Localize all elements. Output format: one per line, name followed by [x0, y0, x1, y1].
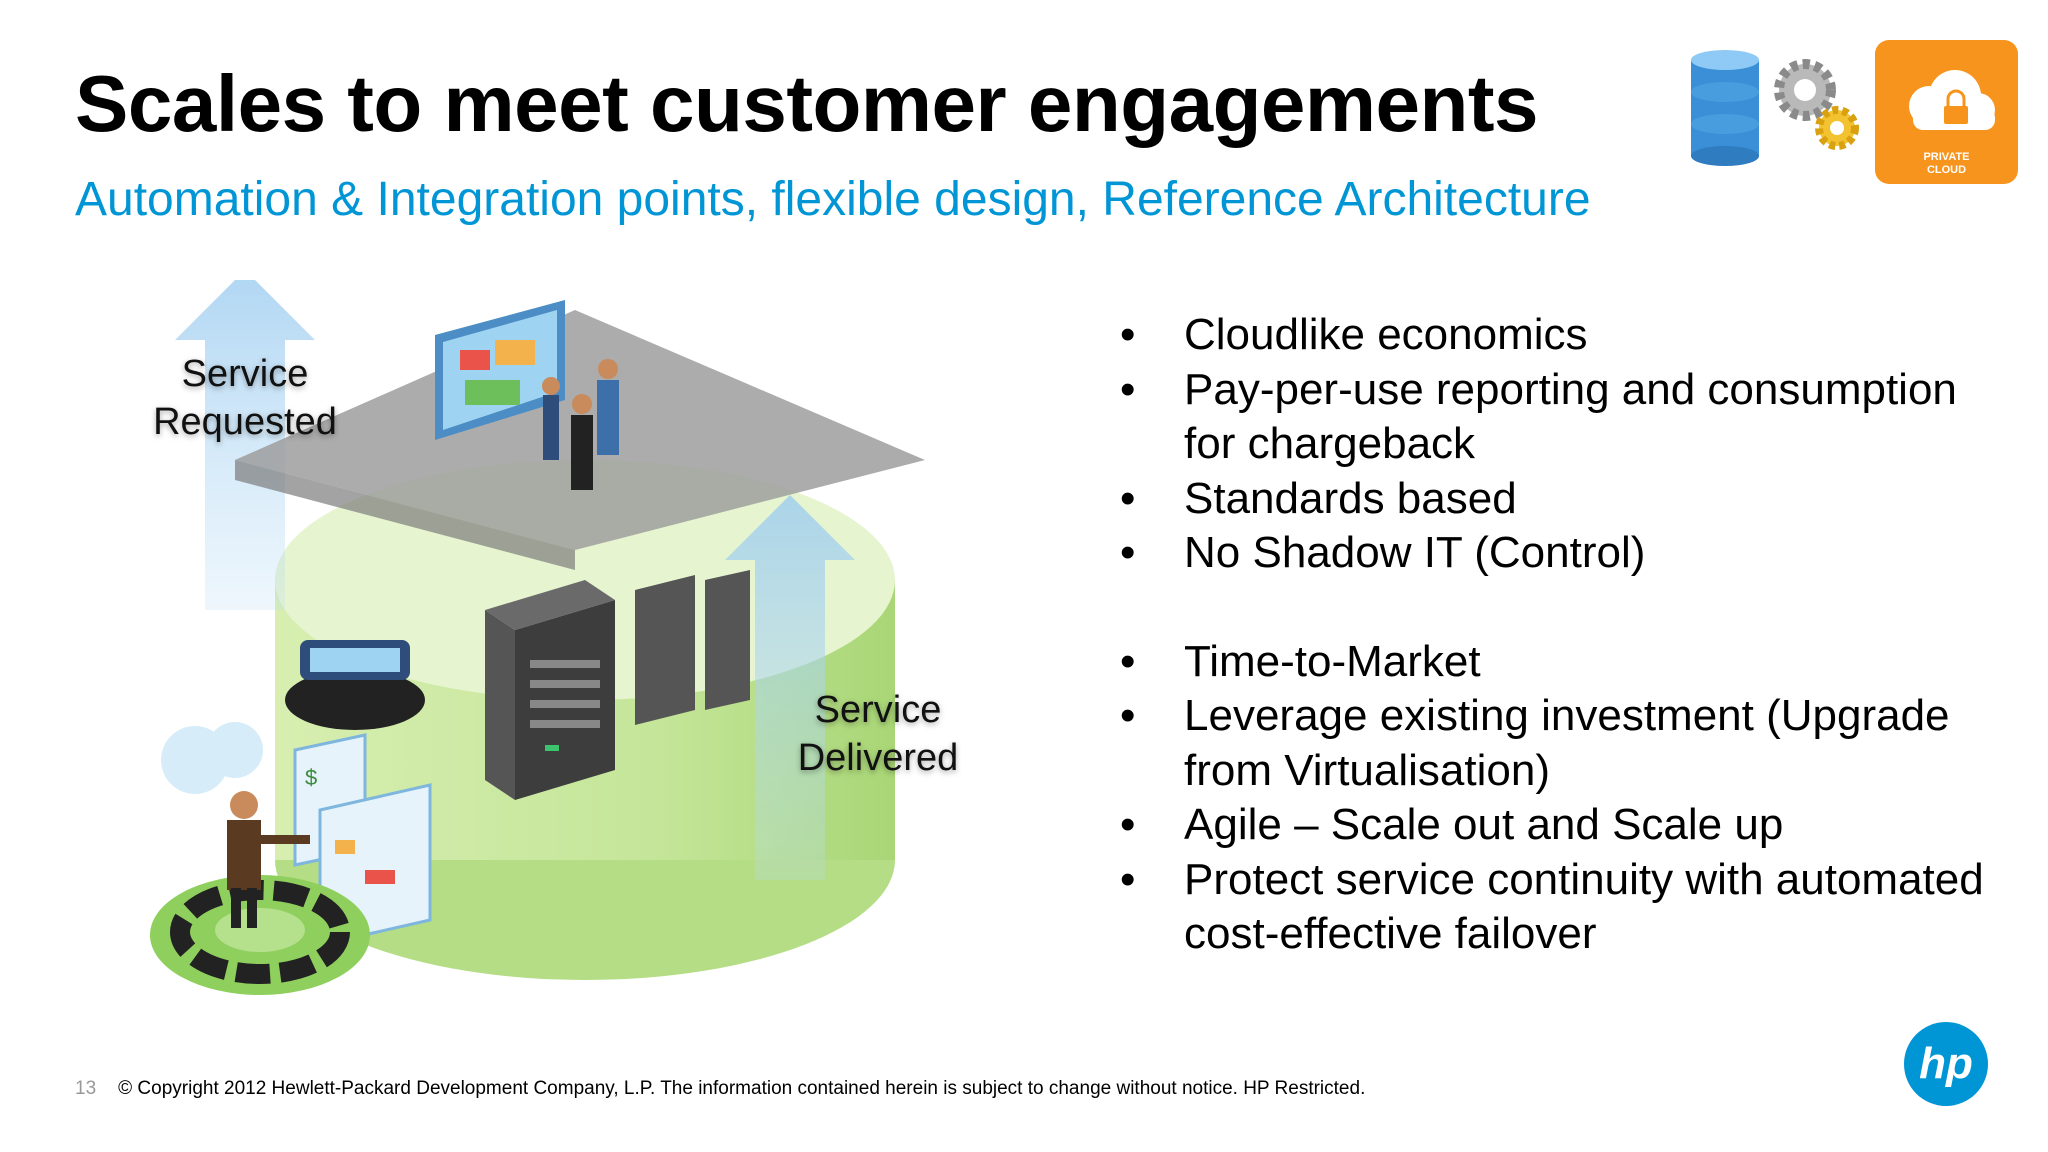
- svg-text:PRIVATE: PRIVATE: [1923, 151, 1969, 163]
- svg-text:$: $: [305, 765, 317, 790]
- bullet-dot: •: [1120, 364, 1136, 414]
- bullet-dot: •: [1120, 310, 1136, 359]
- bullet-item: • Protect service continuity with automat…: [1115, 853, 2015, 962]
- left-arrow: [175, 280, 315, 610]
- bullet-dot: •: [1120, 800, 1136, 849]
- bullet-text: Time-to-Market: [1184, 636, 1481, 686]
- bullet-text: Leverage existing investment (Upgrade fr…: [1184, 691, 1950, 795]
- standing-people: [542, 359, 619, 490]
- bullet-item: • Leverage existing investment (Upgrade f…: [1115, 689, 2015, 798]
- data-center-illustration: $: [150, 280, 925, 995]
- bullet-item: • Pay-per-use reporting and consumption f…: [1115, 363, 2015, 472]
- bullet-text: Pay-per-use reporting and consumption fo…: [1184, 364, 1957, 469]
- ring-platform: [150, 875, 370, 995]
- server-racks: [485, 570, 750, 800]
- slide-title: Scales to meet customer engagements: [75, 59, 1539, 148]
- bullet-dot: •: [1120, 473, 1136, 523]
- footer: 13 © Copyright 2012 Hewlett-Packard Devel…: [75, 1078, 1365, 1100]
- bullet-text: No Shadow IT (Control): [1184, 528, 1646, 577]
- operator-desk: [285, 640, 425, 730]
- bullet-text: Cloudlike economics: [1184, 310, 1588, 359]
- bullet-group-agility: • Time-to-Market • Leverage existing inves…: [1115, 635, 2015, 962]
- bullet-list: • Cloudlike economics • Pay-per-use report…: [1115, 308, 2015, 962]
- bullet-item: • Time-to-Market: [1115, 635, 2015, 690]
- hp-logo: hp: [1904, 1022, 1988, 1106]
- copyright-notice: © Copyright 2012 Hewlett-Packard Develop…: [118, 1078, 1366, 1099]
- bullet-text: Standards based: [1184, 473, 1517, 523]
- private-cloud-icon: PRIVATE CLOUD: [1875, 40, 2018, 184]
- service-delivered-label: Service Delivered: [797, 689, 959, 779]
- bullet-text: Agile – Scale out and Scale up: [1184, 800, 1784, 849]
- hp-logo-text: hp: [1919, 1039, 1973, 1088]
- bullet-text: Protect service continuity with automate…: [1184, 854, 1984, 959]
- service-requested-label: Service Requested: [153, 353, 337, 443]
- bullet-item: • Agile – Scale out and Scale up: [1115, 798, 2015, 853]
- database-icon: [1691, 50, 1759, 166]
- bullet-group-economics: • Cloudlike economics • Pay-per-use report…: [1115, 308, 2015, 581]
- display-screen: [435, 300, 565, 440]
- bullet-dot: •: [1120, 528, 1136, 577]
- bullet-item: • Standards based: [1115, 472, 2015, 527]
- bullet-item: • Cloudlike economics: [1115, 308, 2015, 363]
- slide-subtitle: Automation & Integration points, flexibl…: [75, 173, 1591, 226]
- bullet-item: • No Shadow IT (Control): [1115, 526, 2015, 581]
- corner-icons: PRIVATE CLOUD: [1691, 40, 2018, 184]
- bullet-dot: •: [1120, 854, 1136, 904]
- svg-text:CLOUD: CLOUD: [1927, 164, 1966, 176]
- presenter-person: [227, 791, 310, 928]
- bullet-dot: •: [1120, 691, 1136, 740]
- right-arrow: [725, 495, 855, 880]
- gears-icon: [1774, 59, 1859, 150]
- page-number: 13: [75, 1078, 97, 1099]
- bullet-dot: •: [1120, 636, 1136, 686]
